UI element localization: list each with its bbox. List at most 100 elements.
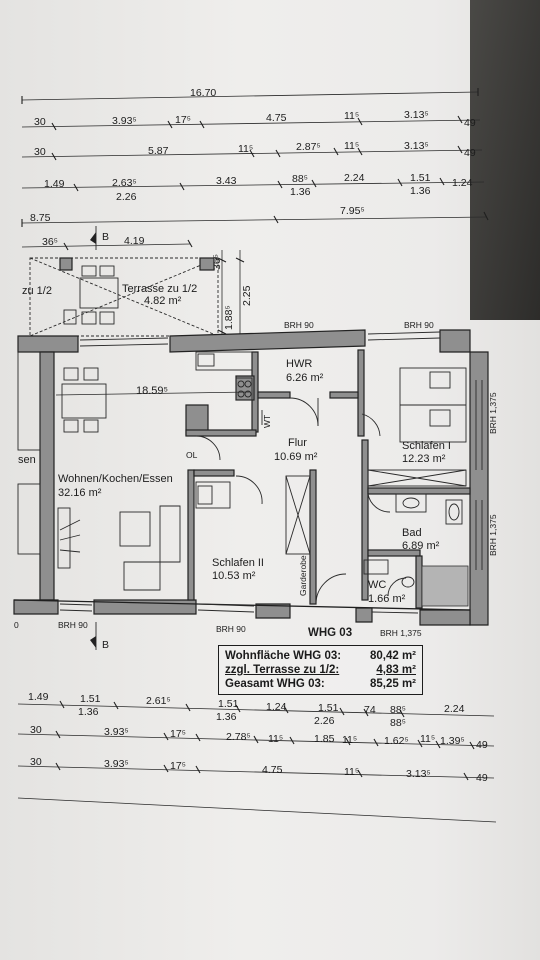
dim-b3-0: 30 bbox=[30, 756, 42, 768]
dim-vert-2: 2.25 bbox=[241, 285, 253, 306]
dim-row3-2: 11⁵ bbox=[238, 143, 253, 155]
dim-row4-2: 3.43 bbox=[216, 175, 237, 187]
dim-b3-2: 17⁵ bbox=[170, 760, 186, 772]
dim-b2-9: 1.39⁵ bbox=[440, 735, 465, 747]
dim-b2-3: 2.78⁵ bbox=[226, 731, 251, 743]
wt-label: WT bbox=[262, 415, 272, 428]
legend-label-terrace: zzgl. Terrasse zu 1/2: bbox=[225, 664, 340, 676]
dim-row6-1: 4.19 bbox=[124, 235, 145, 247]
section-b-top: B bbox=[102, 231, 109, 243]
dim-row2-6: 49 bbox=[464, 117, 476, 129]
dim-row4-3: 88⁵ bbox=[292, 173, 308, 185]
legend-value-terrace: 4,83 m² bbox=[376, 664, 416, 676]
terrace-area-value: 4.82 m² bbox=[144, 295, 182, 307]
dim-row2-0: 30 bbox=[34, 116, 46, 128]
dim-b1-6: 74 bbox=[364, 704, 376, 716]
brh1375-right-1: BRH 1,375 bbox=[488, 392, 498, 434]
kitchen-counter: WT bbox=[195, 351, 272, 428]
dim-row2-2: 17⁵ bbox=[175, 114, 191, 126]
dim-row4-6: 1.24 bbox=[452, 177, 473, 189]
dim-row4-4: 2.24 bbox=[344, 172, 365, 184]
brh90-bottom-1: BRH 90 bbox=[58, 620, 88, 630]
terrace-area: zu 1/2 Terrasse zu 1/2 4.82 m² bbox=[22, 257, 219, 337]
terrace-name: Terrasse zu 1/2 bbox=[122, 283, 197, 295]
dim-b2-10: 49 bbox=[476, 739, 488, 751]
dim-row3-1: 5.87 bbox=[148, 145, 169, 157]
dim-row3-4: 11⁵ bbox=[344, 140, 359, 152]
dim-b1b-1: 1.36 bbox=[216, 711, 237, 723]
legend-value-living: 80,42 m² bbox=[369, 650, 416, 662]
dim-interior-0: 18.59⁵ bbox=[136, 385, 168, 397]
wohnen-name: Wohnen/Kochen/Essen bbox=[58, 473, 173, 485]
dim-row2-3: 4.75 bbox=[266, 112, 287, 124]
dim-b3-1: 3.93⁵ bbox=[104, 758, 129, 770]
schlafen2-name: Schlafen II bbox=[212, 557, 264, 569]
dim-vert-1: 1.88⁵ bbox=[223, 305, 235, 330]
zu-half-label: zu 1/2 bbox=[22, 285, 52, 297]
wc-name: WC bbox=[368, 579, 386, 591]
brh90-top-1: BRH 90 bbox=[284, 320, 314, 330]
dimension-lines-bottom: 1.49 1.51 2.61⁵ 1.51 1.24 1.51 74 88⁵ 2.… bbox=[17, 691, 497, 823]
bed-schlafen-1 bbox=[367, 367, 467, 487]
dim-b1-5: 1.51 bbox=[318, 702, 339, 714]
dim-b2-5: 1.85 bbox=[314, 733, 335, 745]
section-marker-top: B bbox=[90, 226, 109, 250]
dim-row4-1: 2.63⁵ bbox=[112, 177, 137, 189]
dim-row4b-1: 1.36 bbox=[290, 186, 311, 198]
dim-row2-5: 3.13⁵ bbox=[404, 109, 429, 121]
dim-b1-1: 1.51 bbox=[80, 693, 101, 705]
schlafen1-name: Schlafen I bbox=[402, 440, 451, 452]
brh90-top-2: BRH 90 bbox=[404, 320, 434, 330]
dim-row4b-2: 1.36 bbox=[410, 185, 431, 197]
bad-name: Bad bbox=[402, 527, 422, 539]
dim-row1-0: 16.70 bbox=[190, 87, 216, 99]
vertical-dimensions: 36⁵ 1.88⁵ 2.25 bbox=[211, 250, 253, 335]
dim-b1-3: 1.51 bbox=[218, 698, 239, 710]
dim-row4-0: 1.49 bbox=[44, 178, 65, 190]
legend-label-total: Geasamt WHG 03: bbox=[225, 678, 325, 690]
dim-b1-8: 2.24 bbox=[444, 703, 465, 715]
dim-b2-7: 1.62⁵ bbox=[384, 735, 409, 747]
schlafen2-area: 10.53 m² bbox=[212, 570, 256, 582]
dim-b2-1: 3.93⁵ bbox=[104, 726, 129, 738]
sen-label: sen bbox=[18, 454, 36, 466]
legend-row-terrace: zzgl. Terrasse zu 1/2: 4,83 m² bbox=[225, 663, 416, 677]
legend-row-living: Wohnfläche WHG 03: 80,42 m² bbox=[225, 649, 416, 663]
legend-label-living: Wohnfläche WHG 03: bbox=[225, 650, 342, 662]
dim-row2-4: 11⁵ bbox=[344, 110, 359, 122]
wc-area: 1.66 m² bbox=[368, 593, 406, 605]
inner-walls bbox=[185, 349, 471, 609]
dim-row5-1: 7.95⁵ bbox=[340, 205, 365, 217]
area-summary-box: Wohnfläche WHG 03: 80,42 m² zzgl. Terras… bbox=[218, 645, 423, 695]
living-furniture bbox=[17, 351, 181, 591]
dim-row4b-0: 2.26 bbox=[116, 191, 137, 203]
dim-b1b-2: 2.26 bbox=[314, 715, 335, 727]
dim-row3-6: 49 bbox=[464, 147, 476, 159]
room-labels: HWR 6.26 m² Flur 10.69 m² Schlafen I 12.… bbox=[58, 358, 451, 605]
hwr-area: 6.26 m² bbox=[286, 372, 324, 384]
dining-table: 18.59⁵ bbox=[55, 367, 251, 433]
dim-b1-0: 1.49 bbox=[28, 691, 49, 703]
legend-row-total: Geasamt WHG 03: 85,25 m² bbox=[225, 677, 416, 691]
dim-b1-7: 88⁵ bbox=[390, 704, 406, 716]
dim-row3-3: 2.87⁵ bbox=[296, 141, 321, 153]
dim-b2-0: 30 bbox=[30, 724, 42, 736]
dim-b1b-0: 1.36 bbox=[78, 706, 99, 718]
dim-row3-0: 30 bbox=[34, 146, 46, 158]
dim-row3-5: 3.13⁵ bbox=[404, 140, 429, 152]
dimension-lines-top: 16.70 30 3.93⁵ 17⁵ 4.75 11⁵ 3.13⁵ 49 30 … bbox=[21, 87, 489, 251]
hwr-name: HWR bbox=[286, 358, 312, 370]
dim-row5-0: 8.75 bbox=[30, 212, 51, 224]
brh1375-bottom: BRH 1,375 bbox=[380, 628, 422, 638]
schlafen1-area: 12.23 m² bbox=[402, 453, 446, 465]
windows bbox=[59, 331, 483, 614]
flur-name: Flur bbox=[288, 437, 307, 449]
legend-value-total: 85,25 m² bbox=[369, 678, 416, 690]
brh1375-right-2: BRH 1,375 bbox=[488, 514, 498, 556]
unit-label: WHG 03 bbox=[308, 627, 352, 639]
wohnen-area: 32.16 m² bbox=[58, 487, 102, 499]
door-arcs bbox=[195, 397, 407, 605]
dim-b3-5: 3.13⁵ bbox=[406, 768, 431, 780]
